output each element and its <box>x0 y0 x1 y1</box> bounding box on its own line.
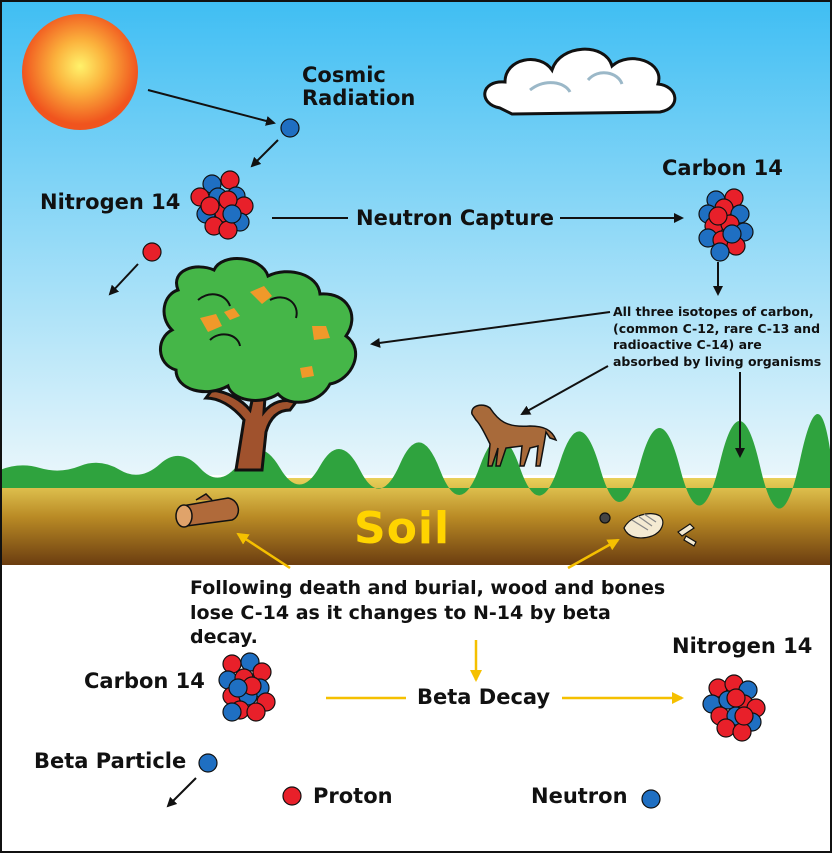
label-cosmic-radiation: Cosmic Radiation <box>302 63 416 111</box>
arrow-to-tree <box>370 311 611 348</box>
cosmic-neutron <box>280 118 300 138</box>
grass-strip <box>0 413 832 509</box>
arrow-cosmic-to-nitrogen <box>250 139 279 168</box>
nucleus-nitrogen-14-top <box>190 170 254 240</box>
label-nitrogen-14-top: Nitrogen 14 <box>40 190 181 214</box>
bones <box>599 512 697 547</box>
proton-legend-dot <box>282 786 302 806</box>
sky-background <box>0 0 832 475</box>
sun <box>22 14 138 130</box>
label-carbon-14-top: Carbon 14 <box>662 156 783 180</box>
arrow-proton-out <box>108 263 139 296</box>
label-proton: Proton <box>313 784 393 808</box>
label-beta-particle: Beta Particle <box>34 749 187 773</box>
cloud <box>483 47 677 116</box>
log <box>175 493 240 528</box>
label-absorption-note: All three isotopes of carbon, (common C-… <box>613 304 822 369</box>
yellow-arrow-to-log <box>236 532 291 570</box>
horse <box>471 404 558 467</box>
arrow-beta-particle <box>166 777 197 808</box>
tree <box>159 257 358 472</box>
label-soil: Soil <box>354 503 451 554</box>
neutron-legend-dot <box>641 789 661 809</box>
label-beta-decay: Beta Decay <box>417 685 551 709</box>
nucleus-carbon-14-bottom <box>218 652 276 722</box>
nucleus-nitrogen-14-bottom <box>702 674 766 742</box>
arrow-sun-to-cosmic <box>147 89 276 126</box>
arrow-to-horse <box>520 365 609 415</box>
label-nitrogen-14-bottom: Nitrogen 14 <box>672 634 813 658</box>
tree-leaf-patches <box>200 286 330 378</box>
nucleus-carbon-14-top <box>698 188 754 262</box>
label-neutron-capture: Neutron Capture <box>356 206 555 230</box>
emitted-proton <box>142 242 162 262</box>
label-carbon-14-bottom: Carbon 14 <box>84 669 205 693</box>
label-decay-note: Following death and burial, wood and bon… <box>190 577 666 649</box>
beta-particle-dot <box>198 753 218 773</box>
label-neutron: Neutron <box>531 784 628 808</box>
yellow-arrow-to-bones <box>567 538 620 570</box>
bottom-panel <box>0 565 832 853</box>
